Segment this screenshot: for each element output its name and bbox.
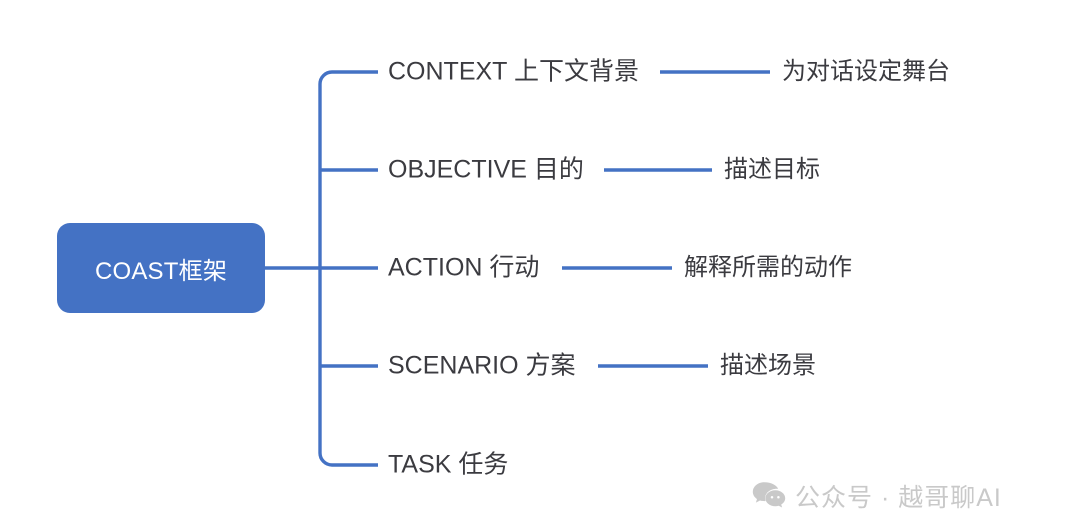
branch-desc-context[interactable]: 为对话设定舞台 [782,57,950,85]
branch-label-scenario[interactable]: SCENARIO 方案 [388,351,576,380]
branch-desc-objective[interactable]: 描述目标 [724,155,820,183]
root-node-label: COAST框架 [94,257,228,285]
branch-desc-scenario[interactable]: 描述场景 [720,351,816,379]
branch-label-task[interactable]: TASK 任务 [388,450,509,479]
branch-label-objective[interactable]: OBJECTIVE 目的 [388,155,584,184]
wechat-icon [752,482,786,508]
wire-branch-5 [318,452,378,467]
root-node[interactable]: COAST框架 [57,223,265,313]
watermark-text: 公众号 · 越哥聊AI [795,484,1002,512]
wire-branch-1 [318,70,378,85]
branch-label-context[interactable]: CONTEXT 上下文背景 [388,57,639,86]
watermark: 公众号 · 越哥聊AI [752,478,1002,514]
branch-label-action[interactable]: ACTION 行动 [388,253,540,282]
branch-desc-action[interactable]: 解释所需的动作 [684,253,852,281]
